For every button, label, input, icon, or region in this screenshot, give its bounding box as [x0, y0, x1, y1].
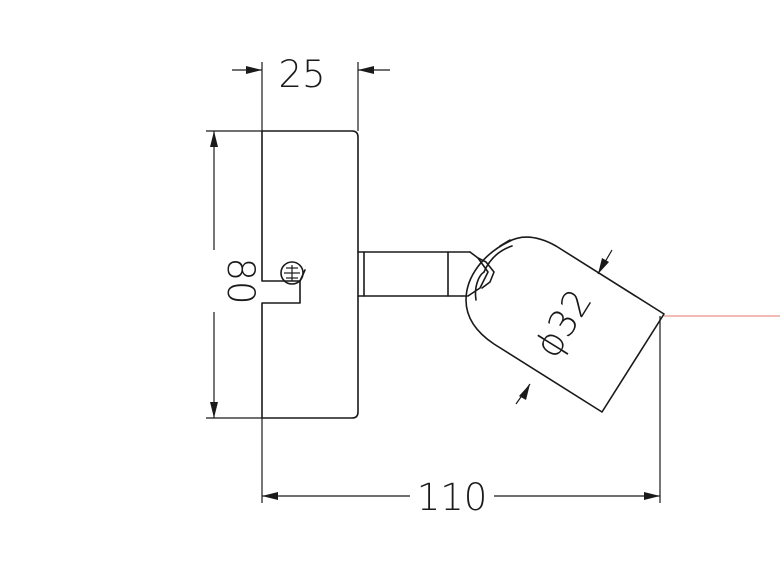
- dim-top-width: 25: [232, 53, 390, 131]
- dim-label-height: 80: [219, 257, 262, 304]
- screw-icon: [280, 261, 306, 285]
- dim-overall-length: 110: [261, 316, 661, 519]
- dim-label-diameter: ϕ32: [526, 282, 600, 365]
- dim-label-overall-length: 110: [417, 476, 488, 519]
- mounting-plate: [261, 130, 359, 419]
- dim-label-top-width: 25: [278, 53, 325, 96]
- arm-connector: [357, 251, 495, 297]
- dim-height: 80: [206, 130, 262, 419]
- lamp-head: [465, 236, 665, 413]
